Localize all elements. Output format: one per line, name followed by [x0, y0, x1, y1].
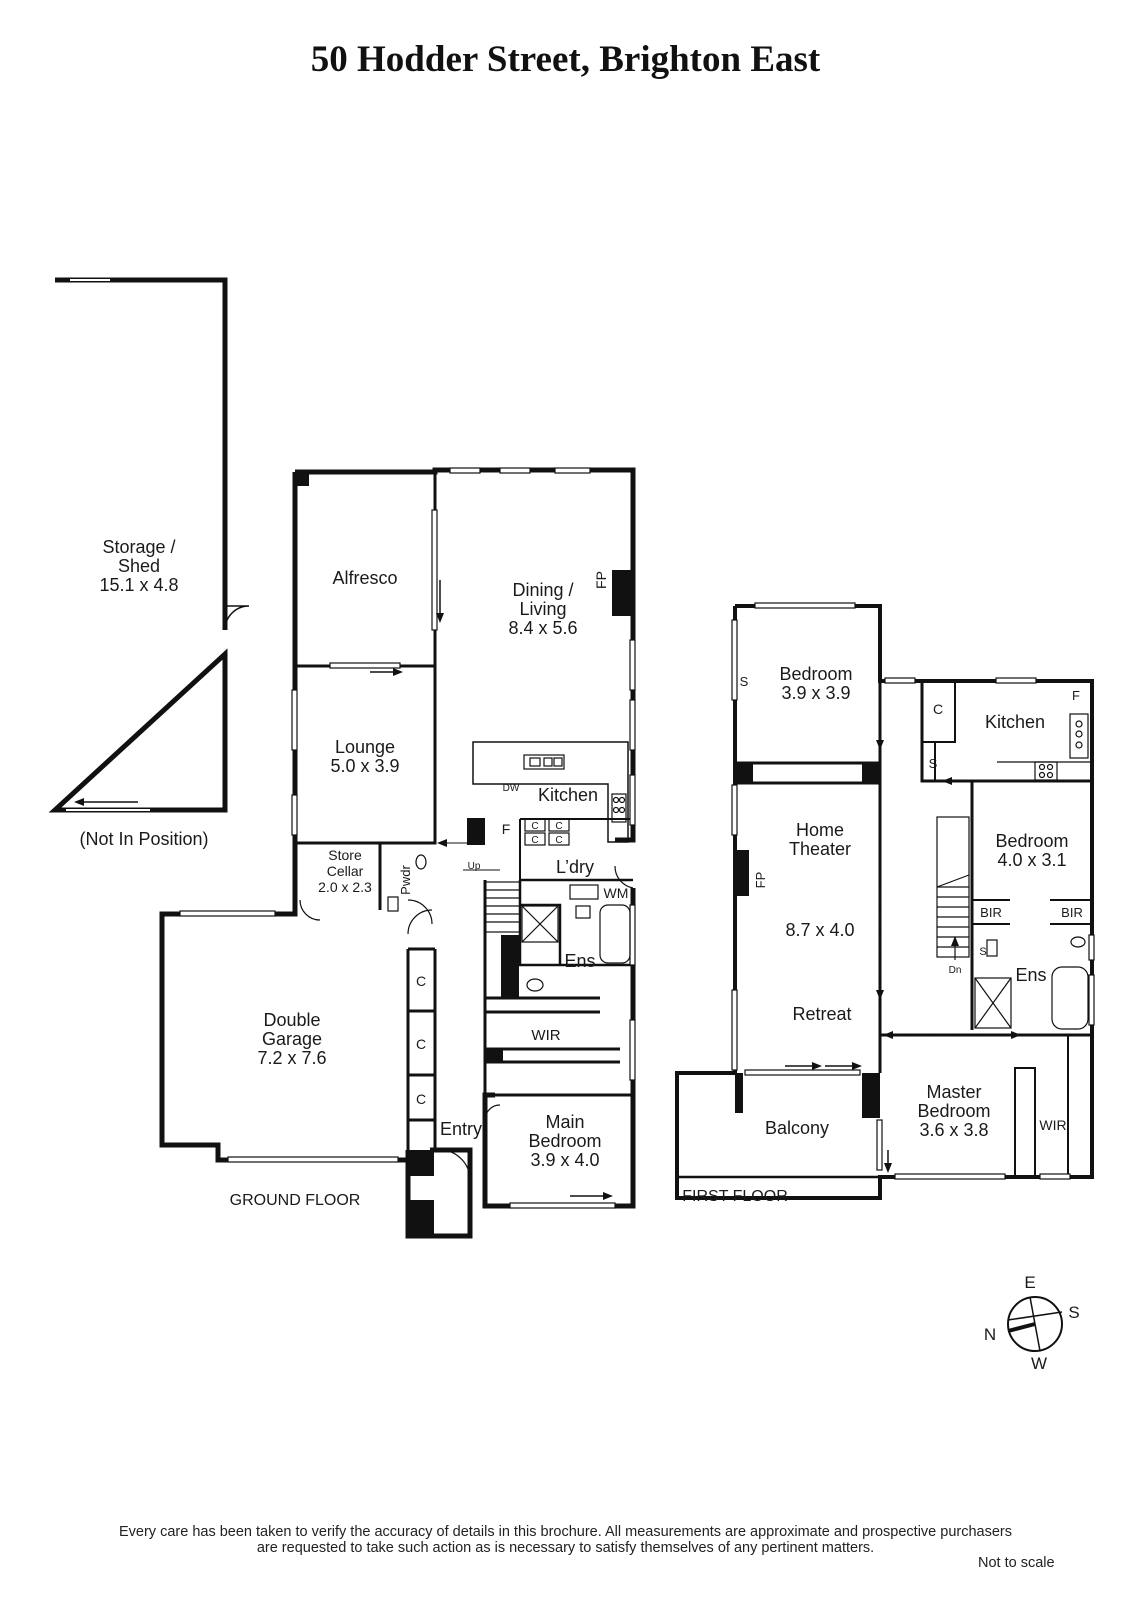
- store-line1: Store: [328, 847, 362, 863]
- gf-fireplace-label: FP: [593, 571, 609, 589]
- ff-bedroom-top-dims: 3.9 x 3.9: [781, 683, 850, 703]
- laundry-label: L’dry: [556, 857, 594, 877]
- ff-fridge-label: F: [1072, 688, 1080, 703]
- gf-wir-label: WIR: [531, 1027, 560, 1044]
- home-theater-line1: Home: [796, 820, 844, 840]
- alfresco-label: Alfresco: [332, 568, 397, 588]
- main-bedroom-line2: Bedroom: [528, 1131, 601, 1151]
- store-line2: Cellar: [327, 863, 364, 879]
- garage-cupboard-2: C: [416, 1036, 426, 1052]
- gf-cupboard-2: C: [555, 821, 562, 832]
- garage-cupboard-3: C: [416, 1091, 426, 1107]
- master-line1: Master: [926, 1082, 981, 1102]
- wm-label: WM: [604, 885, 629, 901]
- home-theater-dims: 8.7 x 4.0: [785, 920, 854, 940]
- compass-s: S: [1068, 1303, 1079, 1322]
- gf-ensuite-label: Ens: [564, 951, 595, 971]
- down-label: Dn: [949, 965, 962, 976]
- disclaimer-line1: Every care has been taken to verify the …: [118, 1524, 1012, 1540]
- first-floor-plan: S Bedroom 3.9 x 3.9 C Kitchen F S Home T…: [675, 602, 1095, 1205]
- lounge-dims: 5.0 x 3.9: [330, 756, 399, 776]
- gf-fridge-label: F: [502, 821, 511, 837]
- store-dims: 2.0 x 2.3: [318, 879, 372, 895]
- main-bedroom-line1: Main: [545, 1112, 584, 1132]
- ff-shelf-label-2: S: [929, 756, 938, 771]
- compass-icon: E S W N: [984, 1273, 1080, 1373]
- storage-shed: Storage / Shed 15.1 x 4.8 (Not In Positi…: [48, 277, 250, 849]
- gf-cupboard-3: C: [531, 835, 538, 846]
- ff-bedroom-right-label: Bedroom: [995, 831, 1068, 851]
- ff-ensuite-label: Ens: [1015, 965, 1046, 985]
- gf-cupboard-4: C: [555, 835, 562, 846]
- gf-kitchen-label: Kitchen: [538, 785, 598, 805]
- ff-shelf-label-1: S: [740, 674, 749, 689]
- lounge-label: Lounge: [335, 737, 395, 757]
- disclaimer: Every care has been taken to verify the …: [20, 1524, 1111, 1556]
- master-line2: Bedroom: [917, 1101, 990, 1121]
- ground-floor-plan: Alfresco Dining / Living 8.4 x 5.6 FP Lo…: [159, 467, 636, 1239]
- ff-kitchen-label: Kitchen: [985, 712, 1045, 732]
- compass-e: E: [1024, 1273, 1035, 1292]
- dining-dims: 8.4 x 5.6: [508, 618, 577, 638]
- retreat-label: Retreat: [792, 1004, 851, 1024]
- disclaimer-line2: are requested to take such action as is …: [256, 1540, 875, 1556]
- pwdr-label: Pwdr: [398, 865, 413, 895]
- master-dims: 3.6 x 3.8: [919, 1120, 988, 1140]
- compass-w: W: [1031, 1354, 1047, 1373]
- ground-floor-label: GROUND FLOOR: [230, 1192, 361, 1209]
- bir-label-1: BIR: [980, 905, 1002, 920]
- dining-line2: Living: [519, 599, 566, 619]
- gf-cupboard-1: C: [531, 821, 538, 832]
- ff-shelf-label-3: S: [979, 946, 986, 958]
- compass-n: N: [984, 1325, 996, 1344]
- page-title: 50 Hodder Street, Brighton East: [310, 39, 821, 80]
- garage-line2: Garage: [262, 1029, 322, 1049]
- garage-cupboard-1: C: [416, 973, 426, 989]
- entry-label: Entry: [440, 1119, 482, 1139]
- balcony-label: Balcony: [765, 1118, 829, 1138]
- ff-bedroom-top-label: Bedroom: [779, 664, 852, 684]
- storage-note: (Not In Position): [79, 829, 208, 849]
- bir-label-2: BIR: [1061, 905, 1083, 920]
- dishwasher-label: DW: [503, 783, 520, 794]
- garage-dims: 7.2 x 7.6: [257, 1048, 326, 1068]
- garage-line1: Double: [263, 1010, 320, 1030]
- storage-name-line1: Storage /: [102, 537, 175, 557]
- ff-fireplace-label: FP: [753, 872, 768, 889]
- ff-cupboard-label: C: [933, 701, 943, 717]
- ff-bedroom-right-dims: 4.0 x 3.1: [997, 850, 1066, 870]
- storage-dims: 15.1 x 4.8: [99, 575, 178, 595]
- first-floor-label: FIRST FLOOR: [682, 1188, 788, 1205]
- dining-line1: Dining /: [512, 580, 573, 600]
- main-bedroom-dims: 3.9 x 4.0: [530, 1150, 599, 1170]
- not-to-scale-note: Not to scale: [978, 1555, 1055, 1571]
- home-theater-line2: Theater: [789, 839, 851, 859]
- storage-name-line2: Shed: [118, 556, 160, 576]
- up-label: Up: [468, 861, 481, 872]
- ff-wir-label: WIR: [1039, 1117, 1066, 1133]
